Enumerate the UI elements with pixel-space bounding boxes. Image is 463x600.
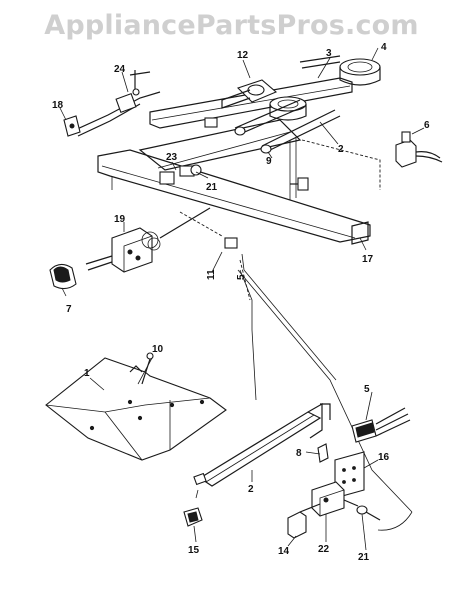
connector: [351, 407, 411, 443]
shield-panel: [45, 357, 227, 461]
callout-16: 16: [378, 452, 390, 463]
callout-8: 8: [296, 448, 302, 459]
callout-5: 5: [236, 274, 247, 280]
control-knob: [49, 263, 77, 290]
thermostat: [85, 207, 211, 273]
callout-labels: 12 3 4 24 18 9 2 6 23 21 19 17 11 5 7 10…: [52, 42, 430, 563]
valve-assembly: [63, 70, 309, 249]
callout-15: 15: [188, 545, 200, 556]
callout-9: 9: [266, 156, 272, 167]
callout-4: 4: [381, 42, 387, 53]
callout-22: 22: [318, 544, 330, 555]
leader-lines: [59, 47, 425, 551]
wire-harness: [237, 269, 413, 531]
callout-1: 1: [84, 368, 90, 379]
callout-18: 18: [52, 100, 64, 111]
callout-24: 24: [114, 64, 126, 75]
callout-17: 17: [362, 254, 374, 265]
callout-19: 19: [114, 214, 126, 225]
callout-12: 12: [237, 50, 249, 61]
callout-2-lower: 2: [248, 484, 254, 495]
callout-11: 11: [206, 269, 217, 280]
callout-23: 23: [166, 152, 178, 163]
mount-bracket: [287, 503, 321, 539]
callout-21: 21: [206, 182, 218, 193]
burner-assembly: [221, 55, 381, 154]
clip: [183, 507, 203, 527]
watermark-logo: AppliancePartsPros.com: [44, 10, 419, 41]
callout-21-lower: 21: [358, 552, 370, 563]
lower-manifold: [193, 402, 331, 487]
safety-valve: [311, 481, 381, 521]
callout-10: 10: [152, 344, 164, 355]
manifold-rail: [97, 77, 371, 245]
dashed-leaders: [179, 139, 381, 301]
callout-14: 14: [278, 546, 290, 557]
callout-7: 7: [66, 304, 72, 315]
callout-3: 3: [326, 48, 332, 59]
callout-2: 2: [338, 144, 344, 155]
callout-6: 6: [424, 120, 430, 131]
callout-5-lower: 5: [364, 384, 370, 395]
igniter: [395, 131, 443, 168]
screw: [141, 352, 154, 385]
